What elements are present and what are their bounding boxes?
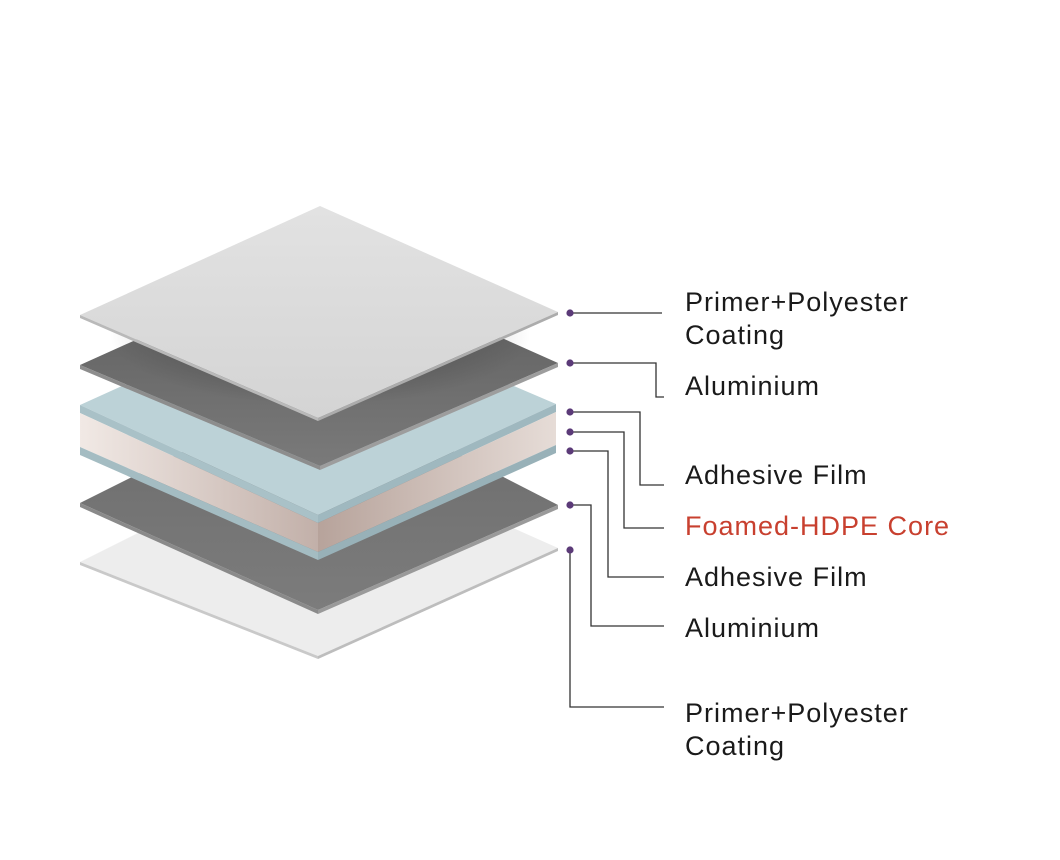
- label-top-adhesive: Adhesive Film: [685, 459, 868, 492]
- label-bottom-aluminium: Aluminium: [685, 612, 820, 645]
- label-line: Coating: [685, 320, 786, 350]
- marker-dot: [566, 447, 574, 455]
- top-coating-sheet: [80, 206, 558, 421]
- marker-dot: [566, 359, 574, 367]
- leader-bottom-adhesive: [570, 450, 664, 578]
- label-line: Foamed-HDPE Core: [685, 511, 951, 541]
- leader-bottom-coating: [569, 550, 664, 708]
- label-line: Aluminium: [685, 613, 821, 643]
- label-line: Primer+Polyester: [685, 698, 909, 728]
- marker-dot: [566, 428, 574, 436]
- marker-dots: [566, 309, 574, 554]
- marker-dot: [566, 309, 574, 317]
- leader-core: [570, 431, 664, 529]
- label-bottom-adhesive: Adhesive Film: [685, 561, 868, 594]
- label-line: Adhesive Film: [685, 460, 868, 490]
- label-line: Aluminium: [685, 371, 821, 401]
- marker-dot: [566, 546, 574, 554]
- leader-top-aluminium: [570, 362, 664, 398]
- leader-bottom-aluminium: [570, 504, 664, 627]
- label-bottom-coating: Primer+Polyester Coating: [685, 697, 909, 763]
- label-top-coating: Primer+Polyester Coating: [685, 286, 909, 352]
- label-top-aluminium: Aluminium: [685, 370, 820, 403]
- label-line: Coating: [685, 731, 786, 761]
- marker-dot: [566, 501, 574, 509]
- label-line: Adhesive Film: [685, 562, 868, 592]
- label-core: Foamed-HDPE Core: [685, 510, 950, 543]
- marker-dot: [566, 408, 574, 416]
- leader-top-adhesive: [570, 411, 664, 486]
- leader-lines: [569, 312, 664, 708]
- label-line: Primer+Polyester: [685, 287, 909, 317]
